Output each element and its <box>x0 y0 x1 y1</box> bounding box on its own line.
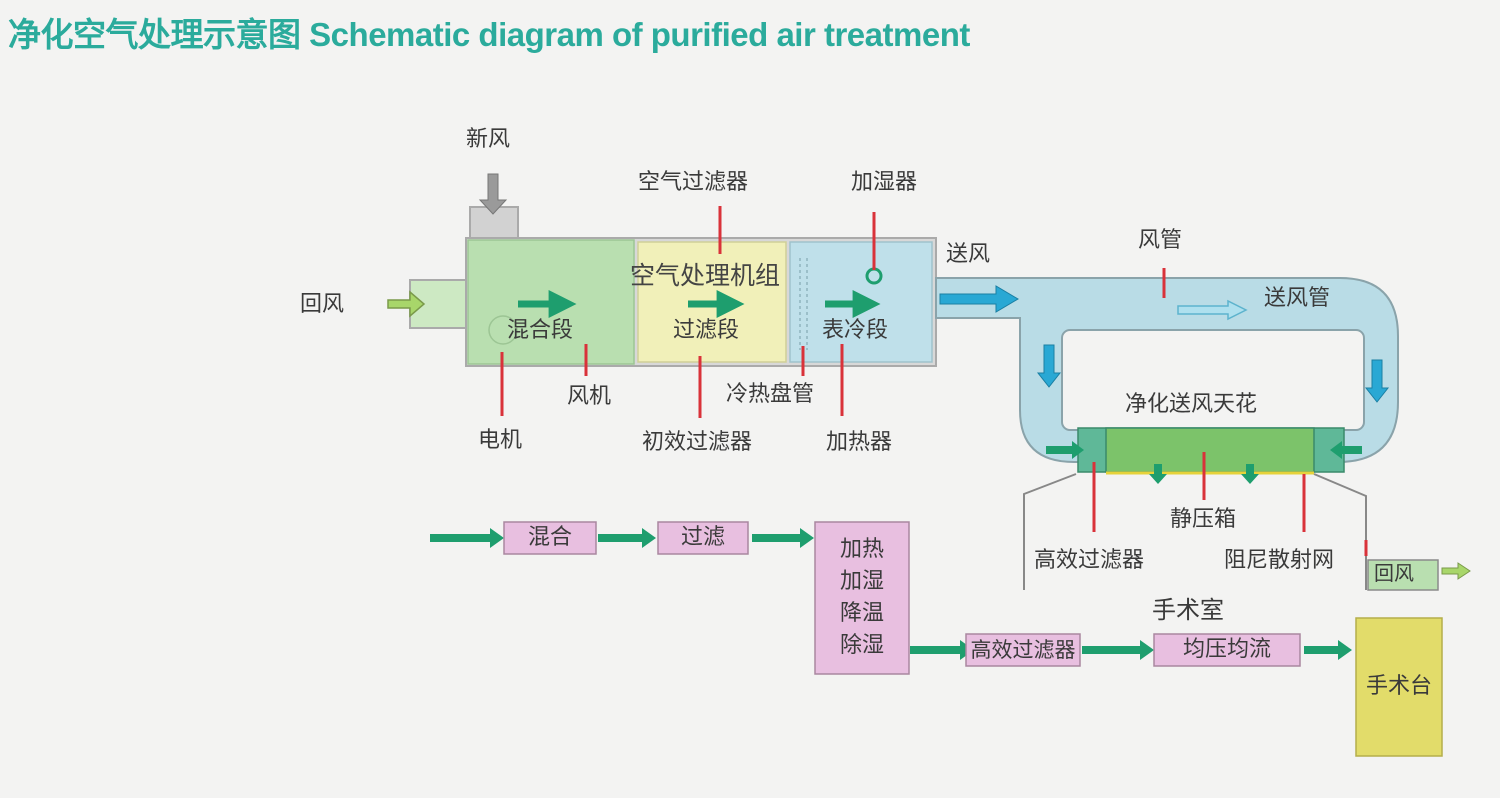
flow-arrow <box>430 528 504 548</box>
supply-duct-arrow-icon <box>1177 299 1248 321</box>
flow-arrow <box>1330 441 1362 459</box>
label-ahu-unit: 空气处理机组 <box>630 261 781 290</box>
fresh-air-arrow-icon <box>478 173 508 215</box>
down-arrow-icon <box>1364 359 1390 403</box>
return-air-out-arrow-icon <box>1441 562 1471 580</box>
process-flow <box>430 521 1443 757</box>
label-operating-room: 手术室 <box>1152 596 1224 624</box>
label-primary-filter: 初效过滤器 <box>642 430 753 455</box>
fan-icon <box>488 315 518 345</box>
return-air-outlet <box>1367 559 1471 591</box>
process-step-box <box>657 521 749 555</box>
process-step-mix: 混合 <box>527 525 572 551</box>
flow-arrow <box>1046 441 1084 459</box>
label-fresh-air: 新风 <box>466 127 511 152</box>
process-step-box <box>814 521 910 675</box>
return-air-inlet <box>387 279 467 329</box>
label-air-filter: 空气过滤器 <box>638 170 749 195</box>
label-filter-section: 过滤段 <box>673 318 740 343</box>
label-coil: 冷热盘管 <box>726 382 815 407</box>
label-return-air: 回风 <box>300 292 345 317</box>
fresh-air-inlet <box>469 173 519 240</box>
flow-arrow <box>1304 640 1352 660</box>
process-step-box <box>1153 633 1301 667</box>
air-handling-unit <box>465 237 937 367</box>
process-step-conditioning: 加热 加湿 降温 除湿 <box>839 537 884 658</box>
down-flow-arrow <box>1149 464 1167 484</box>
process-step-box <box>503 521 597 555</box>
label-return-outlet: 回风 <box>1374 561 1414 585</box>
static-pressure-box <box>1105 427 1315 473</box>
page-title: 净化空气处理示意图 Schematic diagram of purified … <box>8 16 970 53</box>
flow-arrow <box>752 528 814 548</box>
label-cooling-section: 表冷段 <box>822 318 889 343</box>
label-hepa: 高效过滤器 <box>1034 548 1145 573</box>
label-mixing-section: 混合段 <box>507 318 574 343</box>
supply-duct <box>935 277 1399 463</box>
supply-air-arrow-icon <box>939 285 1019 313</box>
down-flow-arrow <box>1241 464 1259 484</box>
process-step-box <box>965 633 1081 667</box>
operating-room-walls <box>1023 473 1367 590</box>
process-step-hepa: 高效过滤器 <box>970 637 1076 662</box>
label-diffuser: 阻尼散射网 <box>1224 548 1335 573</box>
label-ceiling: 净化送风天花 <box>1125 392 1258 417</box>
flow-arrow <box>1082 640 1154 660</box>
label-heater: 加热器 <box>826 430 893 455</box>
process-step-filter: 过滤 <box>680 525 725 551</box>
label-fan: 风机 <box>567 384 612 409</box>
flow-arrow <box>598 528 656 548</box>
purified-supply-ceiling <box>1046 427 1362 484</box>
label-duct: 风管 <box>1138 228 1183 253</box>
flow-arrow <box>910 640 974 660</box>
callout-lines <box>500 206 1368 556</box>
down-arrow-icon <box>1036 344 1062 388</box>
label-supply-duct: 送风管 <box>1264 286 1331 311</box>
return-air-arrow-icon <box>387 290 426 318</box>
label-humidifier: 加湿器 <box>851 170 918 195</box>
process-step-equalize: 均压均流 <box>1182 637 1271 663</box>
label-motor: 电机 <box>478 428 523 453</box>
label-supply-air: 送风 <box>946 242 991 267</box>
process-step-operating-table: 手术台 <box>1365 674 1432 700</box>
label-static-box: 静压箱 <box>1170 507 1237 532</box>
operating-table-box <box>1355 617 1443 757</box>
